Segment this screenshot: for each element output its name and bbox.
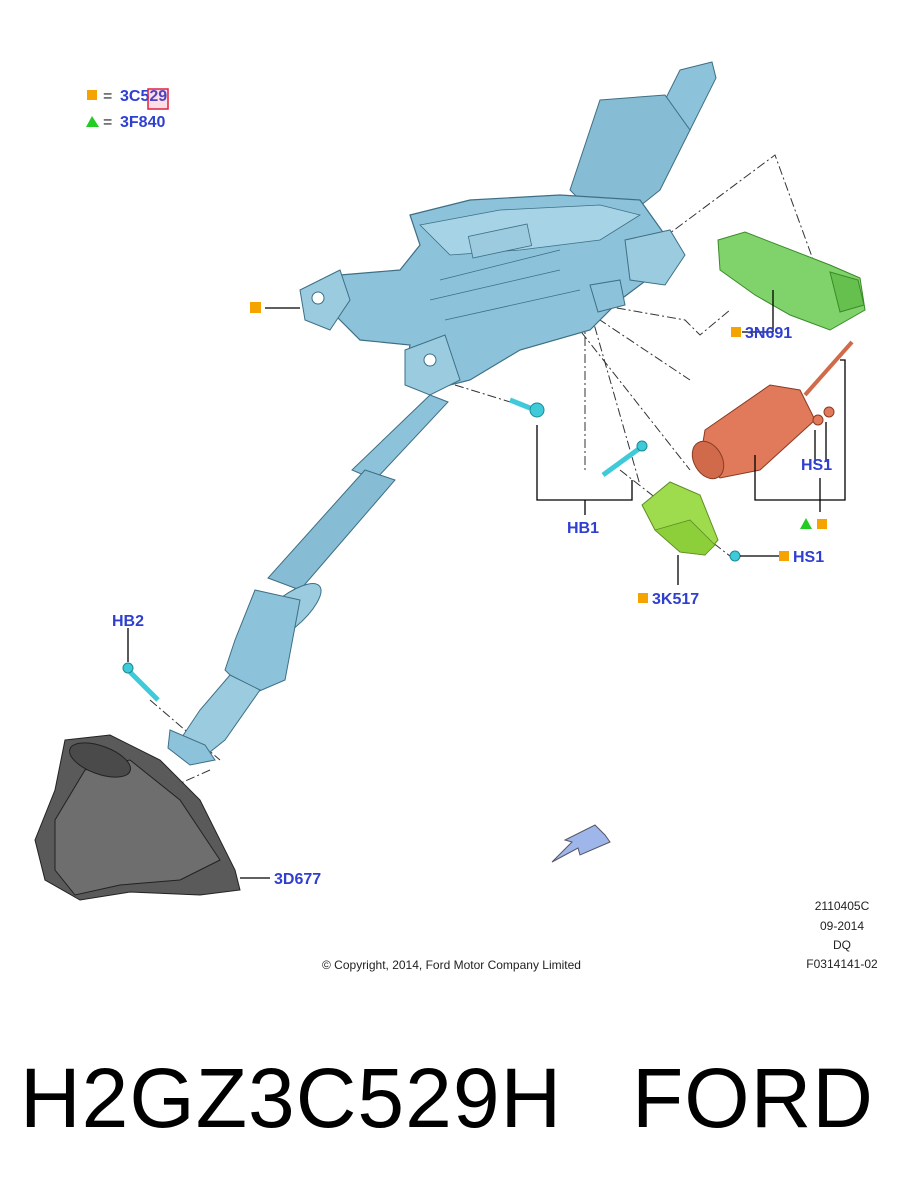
callout-3k517[interactable]: 3K517 (652, 591, 699, 608)
right-side-boss (624, 229, 686, 286)
callout-3n691[interactable]: 3N691 (745, 325, 792, 342)
marker-3k517-square (638, 593, 648, 603)
shaft-end (167, 729, 216, 766)
hb1-bolt-shaft-a (509, 397, 531, 411)
callout-hb2[interactable]: HB2 (112, 613, 144, 630)
part-number: H2GZ3C529H (20, 1051, 563, 1145)
hb1-bolt-shaft-b (601, 445, 642, 478)
direction-arrow-icon (551, 824, 611, 863)
marker-hs1-square (779, 551, 789, 561)
boot-3d677[interactable] (34, 734, 241, 901)
callout-hs1-module[interactable]: HS1 (793, 549, 824, 566)
illustration-initials: DQ (833, 938, 851, 952)
parts-diagram: = 3C529 = 3F840 (34, 61, 878, 972)
hs1-screw (729, 550, 741, 562)
legend: = 3C529 = 3F840 (86, 88, 169, 131)
highlight-box (147, 88, 169, 110)
figure-ref: F0314141-02 (806, 957, 878, 971)
mount-hole-left (311, 291, 325, 305)
hb2-bolt-head (122, 662, 134, 674)
callout-hs1-motor[interactable]: HS1 (801, 457, 832, 474)
hb1-bolt-head-a (529, 402, 545, 418)
motor-screw-1 (812, 414, 824, 426)
callout-hb1[interactable]: HB1 (567, 520, 599, 537)
steering-column[interactable] (167, 61, 717, 766)
intermediate-shaft (351, 394, 449, 481)
mount-hole-lower (423, 353, 437, 367)
callout-labels: 3N691 HS1 HB1 HS1 3K517 HB2 3D677 (112, 325, 832, 888)
illustration-date: 09-2014 (820, 919, 864, 933)
brand-name: FORD (632, 1051, 874, 1145)
legend-triangle-marker (86, 116, 99, 127)
motor[interactable] (686, 340, 854, 484)
motor-end-cap (691, 440, 725, 480)
fasteners (122, 397, 741, 702)
connector-bracket (589, 279, 626, 313)
legend-square-marker (87, 90, 97, 100)
legend-code-3f840[interactable]: 3F840 (120, 114, 165, 131)
column-mount-bracket-left (299, 269, 351, 331)
motor-screw-2 (823, 406, 835, 418)
hb1-bolt-head-b (636, 440, 648, 452)
boot-3d677-body (54, 759, 221, 896)
module-3k517[interactable] (641, 481, 719, 556)
copyright-notice: © Copyright, 2014, Ford Motor Company Li… (322, 958, 581, 972)
leader-lines (127, 290, 846, 879)
legend-equals-1: = (103, 88, 112, 105)
column-upper-tube (569, 94, 691, 231)
motor-shaft (803, 340, 854, 397)
legend-code-3c529[interactable]: 3C529 (120, 88, 167, 105)
marker-motor-square (817, 519, 827, 529)
illustration-id: 2110405C (815, 899, 870, 913)
bracket-3n691-tab (829, 271, 865, 313)
hb2-bolt-shaft (128, 670, 160, 702)
callout-markers (250, 302, 827, 603)
boot-3d677-top (69, 742, 131, 778)
bracket-3n691[interactable] (717, 231, 866, 331)
module-3k517-face (654, 519, 716, 556)
column-housing-label-plate (467, 223, 533, 259)
marker-motor-triangle (800, 518, 812, 529)
marker-column-square (250, 302, 261, 313)
lower-shaft-tube (267, 469, 396, 591)
legend-equals-2: = (103, 114, 112, 131)
bracket-3n691-body (717, 231, 866, 331)
callout-3d677[interactable]: 3D677 (274, 871, 321, 888)
drawing-metadata: 2110405C 09-2014 DQ F0314141-02 (806, 899, 878, 971)
marker-3n691-square (731, 327, 741, 337)
